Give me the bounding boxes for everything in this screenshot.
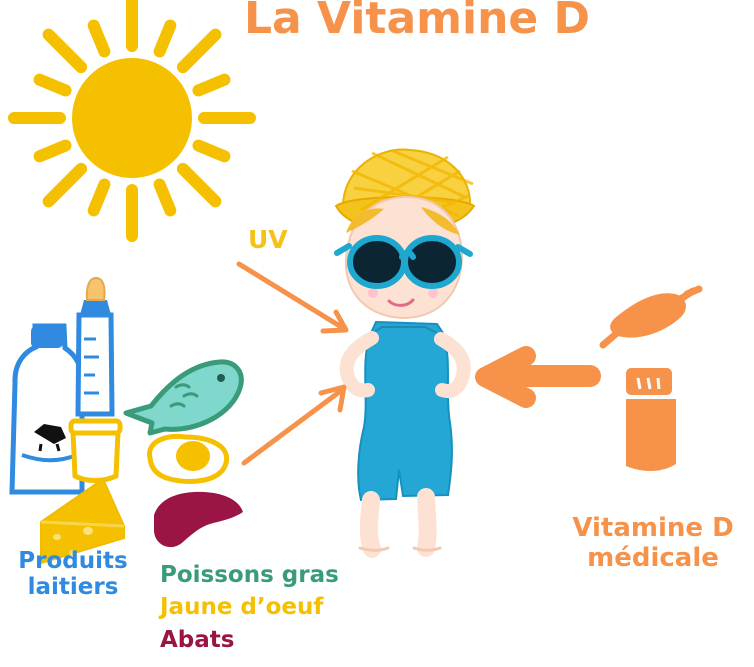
uv-label: UV <box>248 226 288 255</box>
fish-label: Poissons gras <box>160 562 339 588</box>
fish-icon <box>126 362 241 433</box>
sun-ray <box>160 26 171 52</box>
milk-bottle-icon <box>12 326 82 492</box>
offal-label: Abats <box>160 627 339 653</box>
sun-ray <box>199 146 225 157</box>
title: La Vitamine D <box>244 0 590 45</box>
ampoule-icon <box>603 289 699 345</box>
liver-icon <box>154 492 243 547</box>
sun-ray <box>40 146 66 157</box>
sun-ray <box>94 26 105 52</box>
pill-bottle-icon <box>626 368 676 471</box>
sun-ray <box>49 169 82 202</box>
baby-bottle-icon <box>78 278 112 414</box>
sun-ray <box>183 169 216 202</box>
sun-ray <box>199 80 225 91</box>
fried-egg-icon <box>149 436 226 481</box>
dairy-label: Produits laitiers <box>8 548 138 601</box>
food-arrow <box>244 387 344 463</box>
egg-label: Jaune d’oeuf <box>160 594 339 620</box>
medical-arrow <box>485 356 590 398</box>
sun-ray <box>49 35 82 68</box>
yogurt-jar-icon <box>71 421 120 481</box>
sun-ray <box>183 35 216 68</box>
sun-icon <box>14 0 250 236</box>
food-labels: Poissons gras Jaune d’oeuf Abats <box>160 562 339 659</box>
medical-vitamin-label: Vitamine D médicale <box>552 514 754 574</box>
sun-ray <box>40 80 66 91</box>
uv-arrow <box>239 264 346 331</box>
sun-ray <box>160 185 171 211</box>
sun-ray <box>94 185 105 211</box>
